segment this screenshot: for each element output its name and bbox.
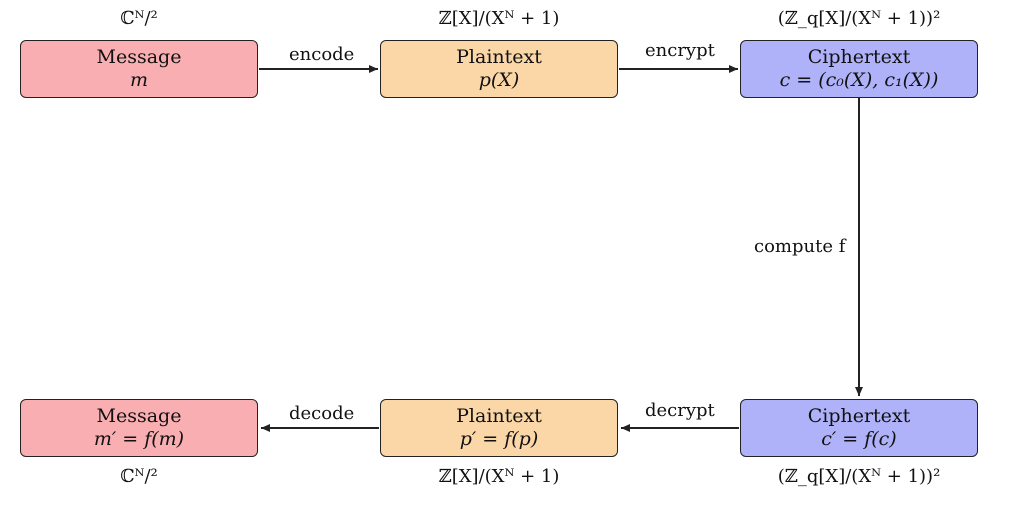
node-math: c′ = f(c) xyxy=(821,428,897,450)
node-title: Ciphertext xyxy=(807,46,911,69)
encode-label: encode xyxy=(289,44,355,65)
plaintext-node-bottom: Plaintext p′ = f(p) xyxy=(380,399,618,457)
message-space-bottom: ℂᴺ/² xyxy=(120,466,158,487)
decode-label: decode xyxy=(289,403,355,424)
node-math: p′ = f(p) xyxy=(459,428,539,450)
ciphertext-space-bottom: (ℤ_q[X]/(Xᴺ + 1))² xyxy=(777,466,941,487)
node-math: m xyxy=(129,69,149,91)
message-node-bottom: Message m′ = f(m) xyxy=(20,399,258,457)
plaintext-node-top: Plaintext p(X) xyxy=(380,40,618,98)
ciphertext-space-top: (ℤ_q[X]/(Xᴺ + 1))² xyxy=(777,8,941,29)
node-title: Plaintext xyxy=(456,405,542,428)
decrypt-label: decrypt xyxy=(645,400,715,421)
encrypt-label: encrypt xyxy=(645,40,715,61)
compute-label: compute f xyxy=(754,236,846,257)
node-title: Message xyxy=(96,405,182,428)
ciphertext-node-bottom: Ciphertext c′ = f(c) xyxy=(740,399,978,457)
node-title: Plaintext xyxy=(456,46,542,69)
node-math: p(X) xyxy=(478,69,520,91)
message-space-top: ℂᴺ/² xyxy=(120,8,158,29)
plaintext-space-top: ℤ[X]/(Xᴺ + 1) xyxy=(438,8,560,29)
plaintext-space-bottom: ℤ[X]/(Xᴺ + 1) xyxy=(438,466,560,487)
node-math: m′ = f(m) xyxy=(93,428,185,450)
ciphertext-node-top: Ciphertext c = (c₀(X), c₁(X)) xyxy=(740,40,978,98)
node-title: Message xyxy=(96,46,182,69)
node-math: c = (c₀(X), c₁(X)) xyxy=(779,69,939,91)
node-title: Ciphertext xyxy=(807,405,911,428)
message-node-top: Message m xyxy=(20,40,258,98)
